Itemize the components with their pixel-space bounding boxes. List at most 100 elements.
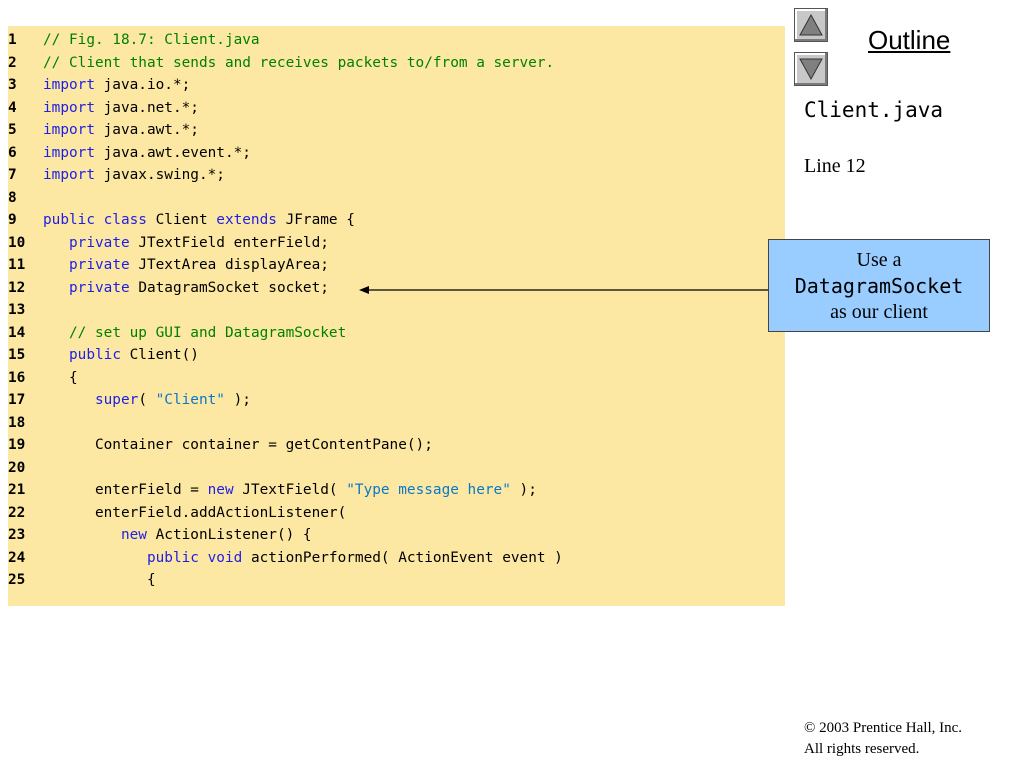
code-text: import java.io.*;: [43, 74, 190, 97]
code-text: enterField = new JTextField( "Type messa…: [43, 479, 537, 502]
code-text: private JTextArea displayArea;: [43, 254, 329, 277]
triangle-up-icon: [799, 13, 823, 36]
code-line: 18: [8, 412, 778, 435]
file-name: Client.java: [804, 98, 944, 122]
code-line: 2// Client that sends and receives packe…: [8, 52, 778, 75]
code-token-plain: actionPerformed( ActionEvent event ): [242, 549, 563, 566]
code-text: {: [43, 569, 156, 592]
code-token-comment: // set up GUI and DatagramSocket: [69, 324, 347, 341]
code-token-plain: enterField.addActionListener(: [43, 504, 347, 521]
line-number: 22: [8, 504, 26, 521]
line-number: 10: [8, 234, 26, 251]
line-number: 5: [8, 122, 17, 138]
code-token-plain: (: [138, 392, 156, 408]
code-token-keyword: public void: [146, 549, 243, 566]
code-token-string: "Type message here": [346, 482, 511, 498]
code-token-plain: {: [43, 572, 156, 588]
code-text: super( "Client" );: [43, 389, 251, 412]
code-line: 1 // Fig. 18.7: Client.java: [8, 29, 778, 52]
code-listing: 1 // Fig. 18.7: Client.java 2// Client tha…: [8, 29, 778, 592]
line-number: 2: [8, 54, 17, 71]
line-number: 3: [8, 77, 17, 93]
code-token-keyword: private: [69, 234, 130, 251]
code-token-keyword: public: [69, 347, 121, 363]
line-number: 23: [8, 527, 26, 543]
code-line: 13: [8, 299, 778, 322]
code-line: 16 {: [8, 367, 778, 390]
line-number: 13: [8, 302, 26, 318]
code-line: 12 private DatagramSocket socket;: [8, 277, 778, 300]
callout-line-1: Use a: [856, 249, 902, 271]
code-line: 3 import java.io.*;: [8, 74, 778, 97]
code-token-keyword: private: [69, 257, 130, 273]
code-line: 21 enterField = new JTextField( "Type me…: [8, 479, 778, 502]
previous-slide-button[interactable]: [794, 8, 828, 42]
line-number: 14: [8, 324, 26, 341]
line-number: 6: [8, 144, 17, 161]
line-number: 18: [8, 414, 26, 431]
callout-box: Use a DatagramSocket as our client: [768, 239, 990, 332]
code-token-keyword: import: [43, 122, 95, 138]
code-token-keyword: private: [69, 279, 130, 296]
line-number: 16: [8, 369, 26, 386]
code-text: public Client(): [43, 344, 199, 367]
code-token-plain: JTextArea displayArea;: [129, 257, 329, 273]
line-number: 25: [8, 572, 26, 588]
code-line: 4 import java.net.*;: [8, 97, 778, 120]
code-token-plain: java.net.*;: [94, 99, 199, 116]
code-token-plain: javax.swing.*;: [94, 167, 225, 183]
line-number: 20: [8, 459, 26, 476]
code-text: new ActionListener() {: [43, 524, 312, 547]
code-token-plain: JTextField enterField;: [129, 234, 329, 251]
code-text: private DatagramSocket socket;: [43, 277, 329, 300]
callout-line-2: DatagramSocket: [794, 274, 964, 298]
code-token-string: "Client": [155, 392, 225, 408]
code-token-plain: Container container = getContentPane();: [43, 437, 433, 453]
code-token-keyword: extends: [216, 212, 277, 228]
code-line: 20: [8, 457, 778, 480]
code-text: import java.awt.*;: [43, 119, 199, 142]
code-token-keyword: new: [207, 482, 234, 498]
code-token-plain: enterField =: [43, 482, 208, 498]
line-number: 21: [8, 482, 26, 498]
line-number: 4: [8, 99, 17, 116]
code-text: public class Client extends JFrame {: [43, 209, 355, 232]
code-panel: [8, 26, 785, 606]
line-number: 12: [8, 279, 26, 296]
code-token-plain: );: [510, 482, 537, 498]
code-token-keyword: public class: [43, 212, 147, 228]
code-line: 23 new ActionListener() {: [8, 524, 778, 547]
line-number: 9: [8, 212, 17, 228]
next-slide-button[interactable]: [794, 52, 828, 86]
code-token-keyword: import: [43, 77, 95, 93]
rights-text: All rights reserved.: [804, 741, 920, 757]
code-line: 6 import java.awt.event.*;: [8, 142, 778, 165]
code-token-plain: {: [43, 369, 78, 386]
line-number: 8: [8, 189, 17, 206]
line-number: 17: [8, 392, 26, 408]
code-token-plain: Client: [146, 212, 217, 228]
code-text: {: [43, 367, 78, 390]
line-number: 7: [8, 167, 17, 183]
code-token-plain: java.awt.*;: [94, 122, 199, 138]
triangle-down-icon: [799, 58, 823, 81]
code-token-keyword: new: [120, 527, 147, 543]
code-line: 22 enterField.addActionListener(: [8, 502, 778, 525]
line-reference: Line 12: [804, 155, 866, 177]
code-token-plain: DatagramSocket socket;: [129, 279, 329, 296]
code-text: // Fig. 18.7: Client.java: [43, 29, 260, 52]
code-token-plain: JFrame {: [276, 212, 355, 228]
code-text: private JTextField enterField;: [43, 232, 329, 255]
code-token-comment: // Fig. 18.7: Client.java: [43, 32, 260, 48]
code-token-plain: java.io.*;: [94, 77, 191, 93]
line-number: 1: [8, 32, 17, 48]
outline-link[interactable]: Outline: [868, 25, 951, 55]
code-line: 11 private JTextArea displayArea;: [8, 254, 778, 277]
code-text: import java.net.*;: [43, 97, 199, 120]
code-token-keyword: import: [43, 144, 95, 161]
code-token-plain: JTextField(: [233, 482, 347, 498]
code-token-plain: java.awt.event.*;: [94, 144, 251, 161]
code-line: 24 public void actionPerformed( ActionEv…: [8, 547, 778, 570]
